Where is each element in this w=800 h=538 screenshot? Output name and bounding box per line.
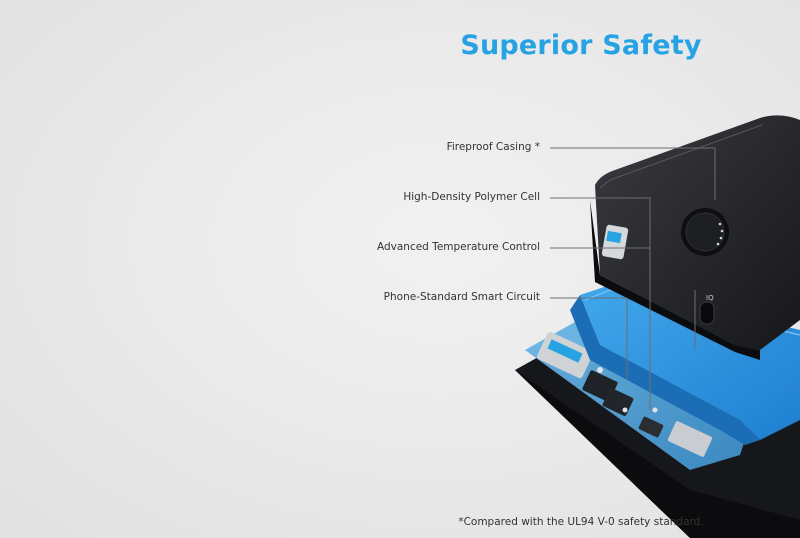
callout-temperature-control: Advanced Temperature Control	[376, 241, 540, 253]
footnote: *Compared with the UL94 V-0 safety stand…	[458, 516, 704, 528]
power-button-icon	[681, 208, 729, 256]
page-title: Superior Safety	[460, 30, 702, 61]
callout-polymer-cell: High-Density Polymer Cell	[403, 191, 540, 203]
iq-badge: IQ	[706, 294, 714, 302]
callout-fireproof-casing: Fireproof Casing *	[446, 141, 540, 153]
circuit-board	[525, 322, 760, 470]
callout-leader-lines	[550, 147, 716, 410]
callout-smart-circuit: Phone-Standard Smart Circuit	[383, 291, 540, 303]
usb-c-port	[667, 421, 713, 457]
usb-c-input-port	[699, 301, 715, 325]
